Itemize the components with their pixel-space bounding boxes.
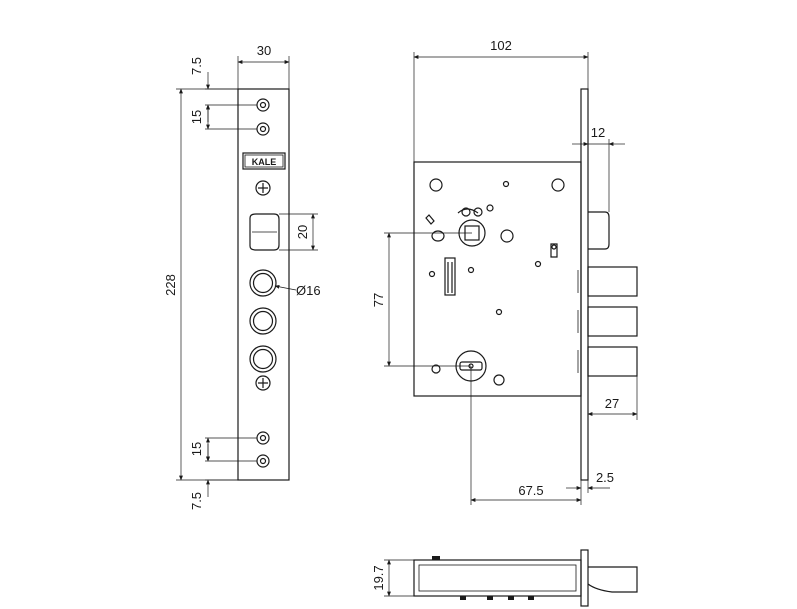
screw-hole-bottom-1 (256, 431, 270, 445)
section-case (413, 559, 582, 597)
deadbolt-3 (587, 346, 638, 377)
mount-hole-top-left (429, 178, 443, 192)
dim-backset: 67.5 (518, 483, 543, 498)
dim-top-edge-offset: 7.5 (189, 57, 204, 75)
bolt-hole-2-inner (252, 310, 274, 332)
screw-hole-bottom-1-inner (259, 434, 267, 442)
section-latch (587, 566, 638, 593)
screw-hole-top-2-inner (259, 125, 267, 133)
dim-bottom-hole-spacing: 15 (189, 442, 204, 456)
screw-hole-bottom-2-inner (259, 457, 267, 465)
lever-slot (444, 257, 456, 296)
dim-top-hole-spacing: 15 (189, 110, 204, 124)
faceplate-dimensions: 30 7.5 15 228 20 Ø16 15 7.5 (163, 43, 321, 510)
dim-case-thickness: 19.7 (371, 565, 386, 590)
kale-logo: KALE (242, 152, 286, 170)
lock-case (413, 161, 582, 397)
dim-latch-projection: 12 (591, 125, 605, 140)
screw-hole-top-1 (256, 98, 270, 112)
phillips-screw-bottom (255, 375, 271, 391)
bolt-hole-1 (249, 269, 277, 297)
deadbolt-1 (587, 266, 638, 297)
bottom-section-view: 19.7 (371, 549, 638, 607)
mount-hole-bottom (493, 374, 505, 386)
bolt-hole-3-inner (252, 348, 274, 370)
screw-hole-top-2 (256, 122, 270, 136)
faceplate-outline (237, 88, 290, 481)
dim-faceplate-thickness: 2.5 (596, 470, 614, 485)
screw-hole-bottom-2 (256, 454, 270, 468)
bolt-hole-1-inner (252, 272, 274, 294)
phillips-screw-top (255, 180, 271, 196)
lock-body-dimensions: 102 12 77 27 67.5 2.5 (371, 38, 638, 505)
lock-body-view (413, 88, 638, 481)
dim-faceplate-width: 30 (257, 43, 271, 58)
mount-hole-bottom-left (431, 364, 441, 374)
logo-text: KALE (252, 157, 277, 167)
lock-forend (580, 88, 589, 481)
faceplate-view: KALE (237, 88, 290, 481)
latch-opening (249, 213, 280, 251)
dim-hole-diameter: Ø16 (296, 283, 321, 298)
latch-bolt (588, 211, 610, 250)
dim-bolt-projection: 27 (605, 396, 619, 411)
deadbolt-2 (587, 306, 638, 337)
screw-hole-top-1-inner (259, 101, 267, 109)
dim-bottom-edge-offset: 7.5 (189, 492, 204, 510)
dim-case-width: 102 (490, 38, 512, 53)
bolt-hole-2 (249, 307, 277, 335)
mount-hole-top-right (551, 178, 565, 192)
dim-faceplate-height: 228 (163, 274, 178, 296)
bolt-hole-3 (249, 345, 277, 373)
dim-spindle-to-key: 77 (371, 293, 386, 307)
dim-cylinder-height: 20 (295, 225, 310, 239)
section-forend (580, 549, 589, 607)
